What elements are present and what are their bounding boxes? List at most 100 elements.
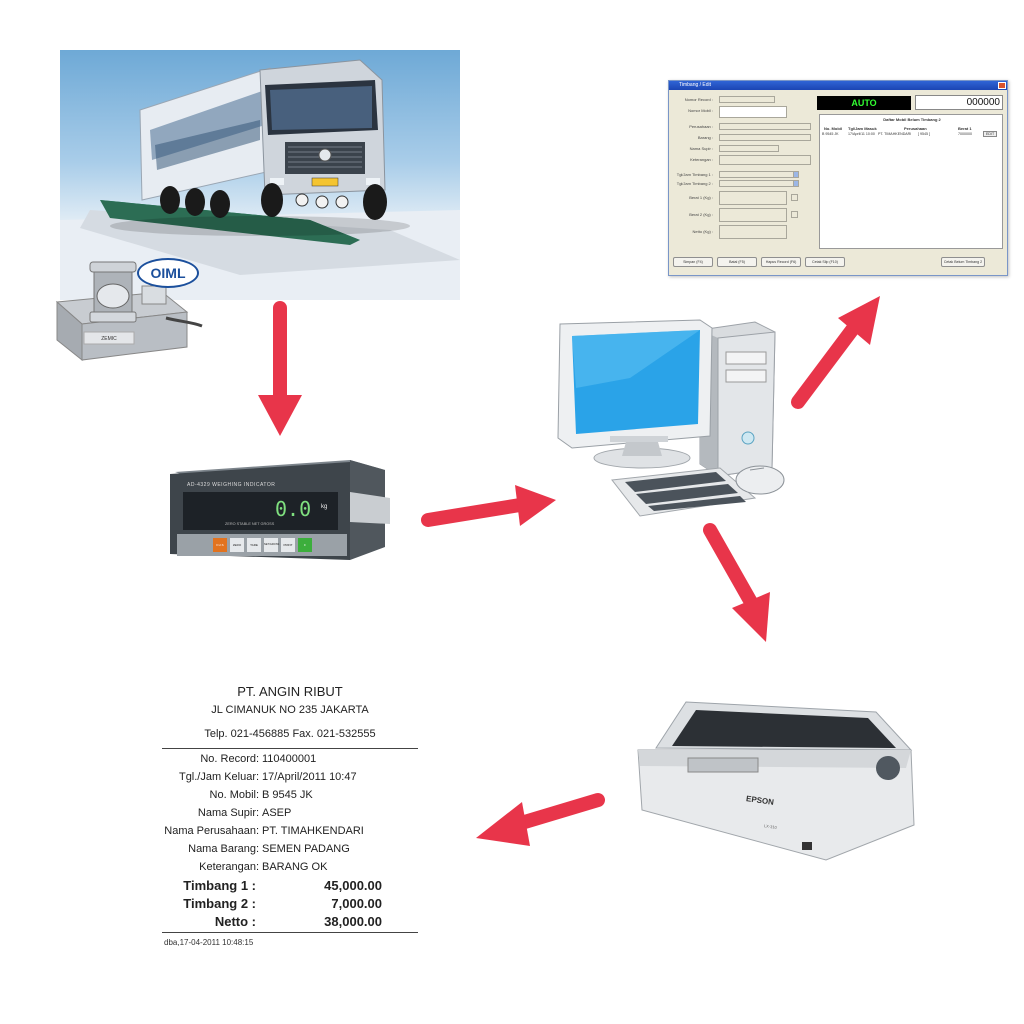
load-cell-photo: ZEMIC OIML <box>52 252 212 367</box>
berat-2-field[interactable] <box>719 208 787 222</box>
dot-matrix-printer: EPSON LX-310 <box>636 690 916 862</box>
receipt-divider-top <box>162 748 418 749</box>
arrow-computer-to-printer <box>703 523 759 611</box>
row-value: SEMEN PADANG <box>262 843 350 855</box>
weight-counter-display: 000000 <box>915 95 1003 110</box>
window-titlebar: Timbang / Edit <box>669 81 1007 90</box>
perusahaan-field[interactable] <box>719 123 811 130</box>
berat-2-checkbox[interactable] <box>791 211 798 218</box>
receipt-phone: Telp. 021-456885 Fax. 021-532555 <box>204 728 376 740</box>
nomor-record-field[interactable] <box>719 96 775 103</box>
receipt-divider-bottom <box>162 932 418 933</box>
field-label-nomor-record: Nomor Record : <box>684 97 713 102</box>
indicator-reading: 0.0 <box>275 497 312 521</box>
cetak-slip-button[interactable]: Cetak Slip (F10) <box>805 257 845 267</box>
receipt-company: PT. ANGIN RIBUT <box>237 684 343 699</box>
cell-perusahaan: PT. TIMAHKENDARI <box>878 132 912 136</box>
hapus-record-button[interactable]: Hapus Record (F6) <box>761 257 801 267</box>
arrow-computer-to-software <box>791 323 859 409</box>
column-header-perusahaan: Perusahaan <box>904 126 927 131</box>
berat-1-checkbox[interactable] <box>791 194 798 201</box>
column-header-no-mobil: No. Mobil <box>824 126 842 131</box>
row-value: ASEP <box>262 807 292 819</box>
field-label-nomor-mobil: Nomor Mobil : <box>688 108 713 113</box>
total-value: 45,000.00 <box>324 878 382 893</box>
printer-illustration <box>637 701 915 861</box>
tgl-timbang-2-dropdown-icon[interactable] <box>793 180 799 187</box>
receipt-row: No. Record: 110400001 <box>200 753 317 765</box>
barang-field[interactable] <box>719 134 811 141</box>
oiml-badge-label: OIML <box>150 265 186 281</box>
batal-button[interactable]: Batal (F5) <box>717 257 757 267</box>
field-label-berat-2: Berat 2 (Kg) : <box>689 212 713 217</box>
window-title: Timbang / Edit <box>679 82 712 88</box>
total-label: Timbang 2 : <box>183 896 256 911</box>
row-value: BARANG OK <box>262 861 328 873</box>
receipt-row: No. Mobil: B 9545 JK <box>209 789 313 801</box>
arrow-printer-to-receipt <box>511 793 605 831</box>
arrowhead-right <box>515 485 556 526</box>
weighing-receipt: PT. ANGIN RIBUT JL CIMANUK NO 235 JAKART… <box>160 680 420 960</box>
truck-scale-photo <box>60 50 460 300</box>
arrowhead-down-right <box>732 592 770 642</box>
arrowhead-up-right <box>838 296 880 345</box>
field-label-perusahaan: Perusahaan : <box>689 124 713 129</box>
receipt-total-row: Timbang 2 : 7,000.00 <box>160 896 420 914</box>
cell-no-mobil: B 9545 JK <box>822 132 839 136</box>
indicator-key-zero[interactable]: ZERO <box>230 538 244 552</box>
row-label: Tgl./Jam Keluar <box>178 771 256 783</box>
indicator-model-label: AD-4329 WEIGHING INDICATOR <box>187 482 276 488</box>
keterangan-field[interactable] <box>719 155 811 165</box>
simpan-button[interactable]: Simpan (F4) <box>673 257 713 267</box>
row-label: Nama Perusahaan <box>164 825 256 837</box>
total-value: 7,000.00 <box>331 896 382 911</box>
receipt-row: Nama Barang: SEMEN PADANG <box>188 843 350 855</box>
field-label-tgl-timbang-1: Tgl/Jam Timbang 1 : <box>676 172 713 177</box>
column-header-tgl-jam-masuk: Tgl/Jam Masuk <box>848 126 877 131</box>
svg-text:ZEMIC: ZEMIC <box>101 336 117 342</box>
indicator-key-tare[interactable]: TARE <box>247 538 261 552</box>
cell-berat: 7000000 <box>958 132 972 136</box>
oiml-badge: OIML <box>137 258 199 288</box>
weighing-indicator: AD-4329 WEIGHING INDICATOR 0.0 kg ZERO S… <box>165 452 390 577</box>
total-label: Timbang 1 : <box>183 878 256 893</box>
load-cell-illustration: ZEMIC <box>55 261 203 362</box>
indicator-housing-illustration <box>170 460 390 560</box>
receipt-row: Keterangan: BARANG OK <box>199 861 328 873</box>
indicator-key-print[interactable]: PRINT <box>281 538 295 552</box>
indicator-key-f[interactable]: F <box>298 538 312 552</box>
field-label-keterangan: Keterangan : <box>690 157 713 162</box>
netto-field[interactable] <box>719 225 787 239</box>
nomor-mobil-field[interactable] <box>719 106 787 118</box>
receipt-row: Nama Perusahaan: PT. TIMAHKENDARI <box>164 825 364 837</box>
arrowhead-left <box>476 802 530 846</box>
row-value: 17/April/2011 10:47 <box>262 771 357 783</box>
computer-illustration <box>557 319 785 517</box>
total-value: 38,000.00 <box>324 914 382 929</box>
cell-code: [ 9545 ] <box>918 132 930 136</box>
indicator-key-net-gross[interactable]: NET/GROSS <box>264 538 279 552</box>
field-label-barang: Barang : <box>697 135 713 140</box>
row-label: Nama Supir <box>197 807 256 819</box>
receipt-footer: dba,17-04-2011 10:48:15 <box>164 938 254 947</box>
truck-on-weighbridge-illustration <box>60 59 460 300</box>
cetak-belum-timbang-button[interactable]: Cetak Belum Timbang 2 <box>941 257 985 267</box>
total-label: Netto : <box>214 914 256 929</box>
row-value: PT. TIMAHKENDARI <box>262 825 364 837</box>
arrow-indicator-to-computer <box>421 498 527 527</box>
arrowhead-down <box>258 395 302 436</box>
receipt-total-row: Netto : 38,000.00 <box>160 914 420 932</box>
close-icon[interactable] <box>998 82 1006 89</box>
field-label-nama-supir: Nama Supir : <box>689 146 713 151</box>
pending-trucks-list: Daftar Mobil Belum Timbang 2 No. Mobil T… <box>819 114 1003 249</box>
tgl-timbang-1-dropdown-icon[interactable] <box>793 171 799 178</box>
berat-1-field[interactable] <box>719 191 787 205</box>
column-header-berat-1: Berat 1 <box>958 126 972 131</box>
receipt-row: Tgl./Jam Keluar: 17/April/2011 10:47 <box>178 771 357 783</box>
nama-supir-field[interactable] <box>719 145 779 152</box>
desktop-computer <box>550 318 790 540</box>
row-label: Keterangan <box>199 861 256 873</box>
indicator-key-fus[interactable]: F.U.S <box>213 538 227 552</box>
edit-button[interactable]: EDIT <box>983 131 998 137</box>
